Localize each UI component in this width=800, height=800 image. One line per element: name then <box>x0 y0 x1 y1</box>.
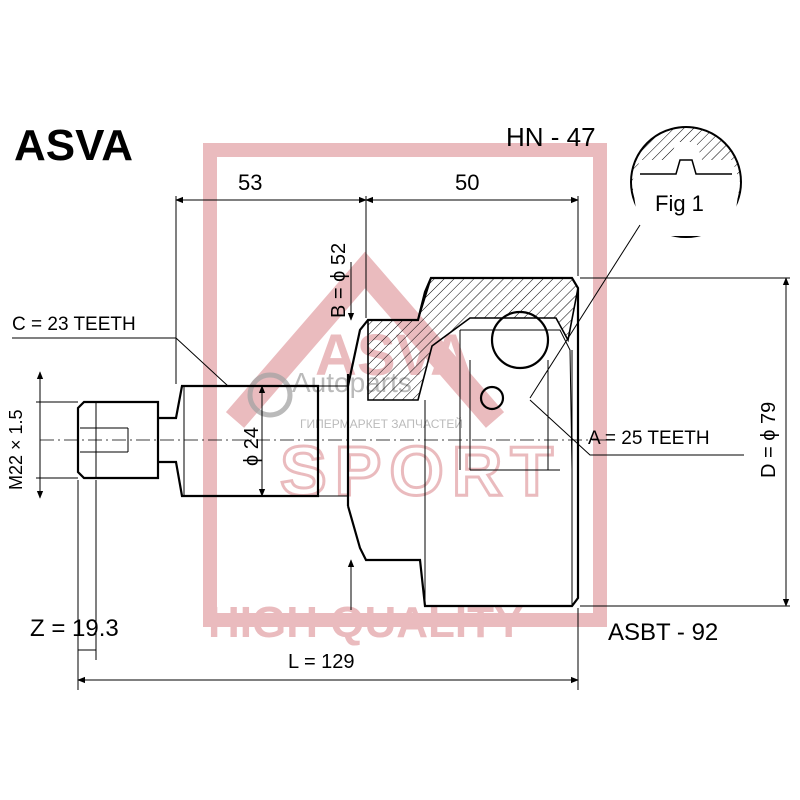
d-diameter-label: D = ϕ 79 <box>758 402 780 478</box>
store-watermark-tagline: ГИПЕРМАРКЕТ ЗАПЧАСТЕЙ <box>300 416 463 431</box>
watermark-logo-shape <box>225 251 505 428</box>
housing-section-hatch <box>367 277 579 401</box>
threaded-end <box>76 400 160 480</box>
brand-logo: ASVA <box>14 121 133 170</box>
gear-icon <box>247 372 293 418</box>
a-teeth-label: A = 25 TEETH <box>588 428 710 449</box>
dim-top-left: 53 <box>238 170 262 195</box>
part-number: HN - 47 <box>506 122 596 152</box>
watermark-text-sport: SPORT <box>280 432 561 510</box>
dimension-lines <box>12 196 790 690</box>
cross-reference: ASBT - 92 <box>608 619 718 646</box>
fig-1-detail: Fig 1 <box>529 126 742 399</box>
z-value: Z = 19.3 <box>30 615 119 642</box>
joint-housing <box>346 276 580 608</box>
ball-bearing-small <box>479 385 505 411</box>
fig-1-label: Fig 1 <box>655 191 704 216</box>
dim-top-right: 50 <box>455 170 479 195</box>
total-length: L = 129 <box>288 651 355 673</box>
fig-1-leader <box>529 224 641 399</box>
b-diameter-label: B = ϕ 52 <box>328 243 350 318</box>
shaft-diameter-label: ϕ 24 <box>241 427 263 466</box>
c-teeth-leader <box>12 337 229 387</box>
ball-bearing <box>490 310 550 370</box>
outer-shaft <box>158 374 350 506</box>
c-teeth-label: C = 23 TEETH <box>12 314 136 335</box>
a-teeth-leader <box>529 399 744 456</box>
thread-label: M22 × 1.5 <box>6 409 26 490</box>
